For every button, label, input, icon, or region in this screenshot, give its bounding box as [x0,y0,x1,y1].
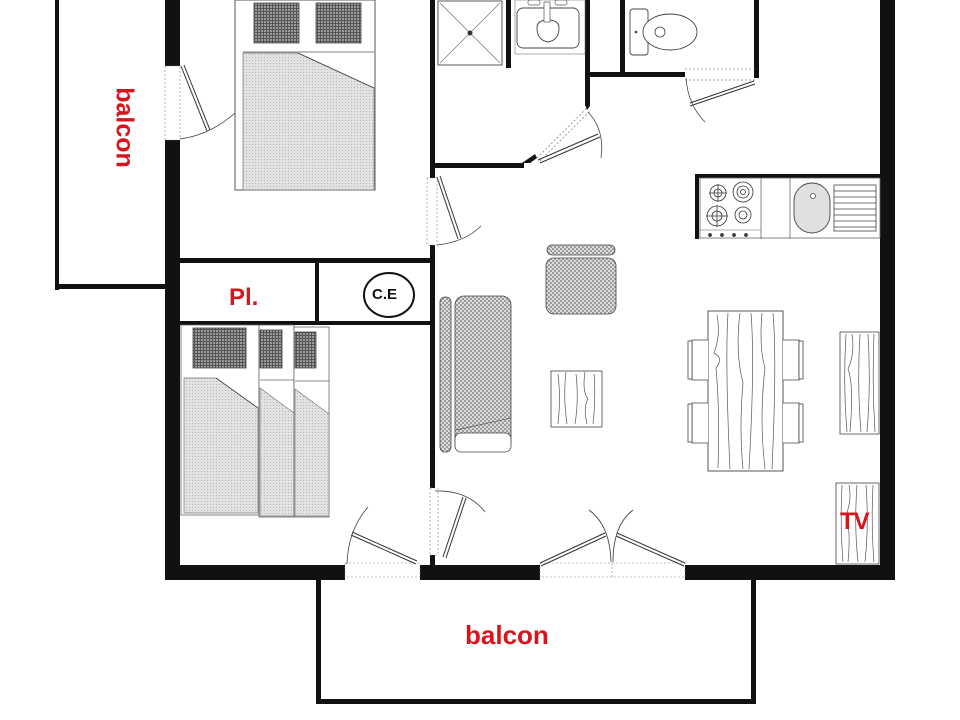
door-wc[interactable] [685,68,756,123]
door-entrance[interactable] [429,487,486,559]
pillow [253,2,300,44]
single-beds [180,324,330,518]
balcony-left [55,0,167,290]
drainer [833,184,877,232]
label-balcon-left: balcon [110,87,139,168]
balcony-bottom [316,580,756,704]
door-bedroom-balcony[interactable] [164,64,236,141]
door-living-balcony[interactable] [539,509,686,578]
door-bedroom-1[interactable] [426,175,482,246]
washbasin [514,0,586,55]
label-tv: TV [840,508,870,535]
water-heater [363,272,415,318]
armchair [545,244,617,315]
double-bed [234,0,376,191]
sofa [439,295,512,453]
pillow [294,331,317,369]
label-balcon-bottom: balcon [465,620,549,650]
sink [793,182,831,234]
tv-stand [835,482,880,565]
pillow [259,329,283,369]
dining-table [707,310,784,472]
sideboard [839,331,880,435]
door-bathroom[interactable] [536,107,603,164]
cooktop [706,181,754,237]
toilet [629,8,698,56]
door-bedroom-2-balcony[interactable] [344,506,421,578]
interior-walls [180,0,880,580]
exterior-walls [165,0,895,580]
coffee-table [550,370,603,428]
label-placard: Pl. [229,284,259,311]
pillow [192,327,247,369]
shower [437,0,503,66]
pillow [315,2,362,44]
dining-chairs [687,339,804,444]
label-ce: C.E [372,286,398,303]
